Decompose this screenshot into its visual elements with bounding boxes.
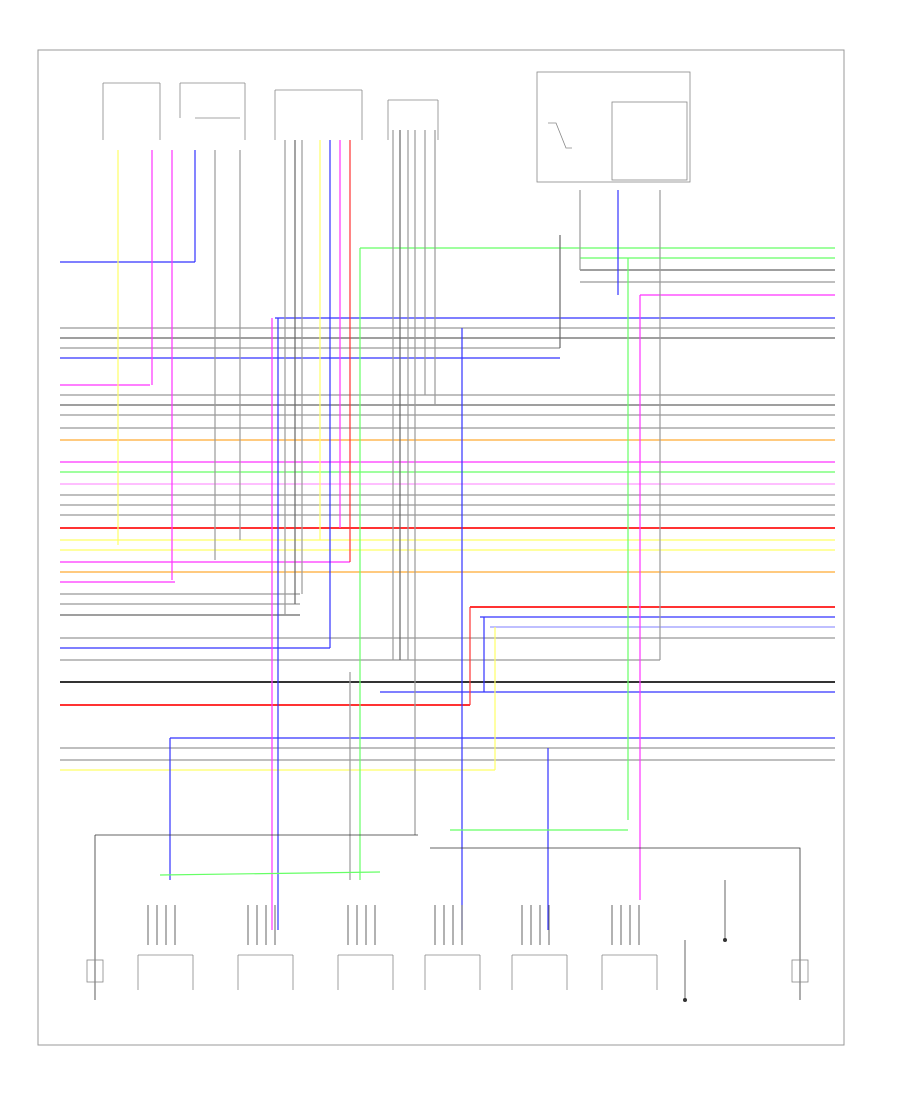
sensor-bracket xyxy=(511,954,568,990)
diagram-frame xyxy=(37,49,845,1046)
sensor-connector xyxy=(424,905,481,990)
sensor-bracket xyxy=(137,954,194,990)
top-connector-group xyxy=(102,82,439,140)
end-sensor-body xyxy=(791,959,809,983)
sensor-connector xyxy=(601,905,658,990)
sensor-connector xyxy=(137,905,194,990)
sensor-connector xyxy=(237,905,294,990)
relay-inner-box xyxy=(611,101,688,181)
relay-module-box xyxy=(536,71,691,183)
sensor-bracket xyxy=(237,954,294,990)
ground-point xyxy=(683,998,687,1002)
sensor-bracket xyxy=(337,954,394,990)
horizontal-wire-bus xyxy=(60,247,835,771)
sensor-bracket xyxy=(424,954,481,990)
right-power-bar xyxy=(430,847,801,1000)
ground-point xyxy=(723,938,727,942)
sensor-connector xyxy=(337,905,394,990)
vertical-wire-feeds xyxy=(117,130,661,930)
end-sensor-body xyxy=(86,959,104,983)
bottom-link-wire xyxy=(159,871,381,876)
bottom-components xyxy=(86,829,809,1002)
sensor-connector xyxy=(511,905,568,990)
sensor-bracket xyxy=(601,954,658,990)
relay-switch-symbol xyxy=(548,122,572,149)
